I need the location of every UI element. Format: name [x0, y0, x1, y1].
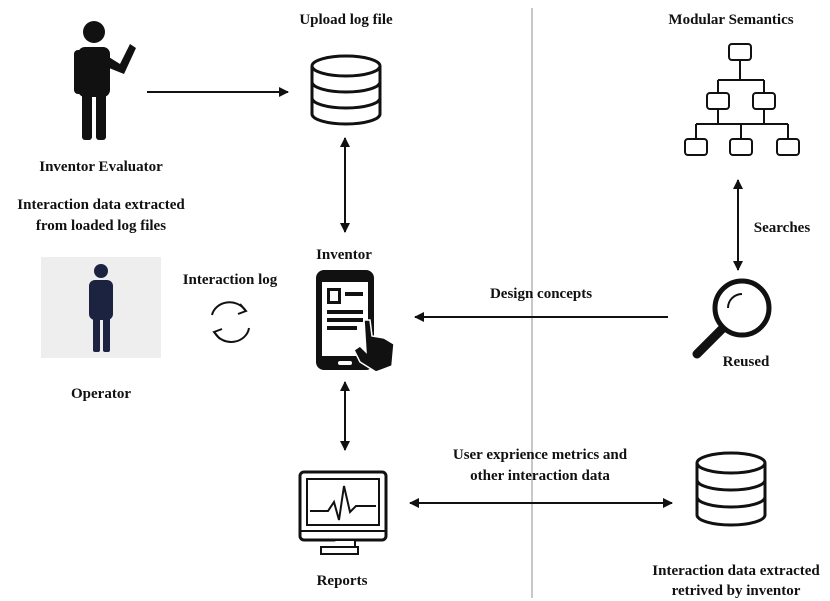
- label-interaction-log: Interaction log: [183, 272, 278, 288]
- label-inventor-evaluator: Inventor Evaluator: [39, 159, 163, 175]
- label-interaction-extracted-line1: Interaction data extracted: [17, 197, 185, 213]
- refresh-cycle-icon: [211, 301, 250, 343]
- label-ux-metrics-line2: other interaction data: [470, 468, 610, 484]
- label-interaction-extracted-line2: from loaded log files: [36, 218, 166, 234]
- label-ux-metrics-line1: User exprience metrics and: [453, 447, 628, 463]
- label-retrieved-line2: retrived by inventor: [672, 583, 801, 599]
- label-operator: Operator: [71, 386, 131, 402]
- person-icon: [89, 264, 113, 352]
- person-pointing-icon: [74, 21, 136, 140]
- mobile-touch-icon: [316, 270, 395, 373]
- magnifier-icon: [692, 278, 772, 359]
- label-retrieved-line1: Interaction data extracted: [652, 563, 820, 579]
- database-icon: [695, 451, 767, 527]
- hierarchy-tree-icon: [684, 43, 800, 156]
- label-reused: Reused: [723, 354, 770, 370]
- label-searches: Searches: [754, 220, 811, 236]
- label-reports: Reports: [317, 573, 368, 589]
- database-icon: [310, 54, 382, 126]
- monitor-heartbeat-icon: [298, 470, 388, 555]
- label-design-concepts: Design concepts: [490, 286, 592, 302]
- label-modular-semantics: Modular Semantics: [668, 12, 793, 28]
- label-upload-log-file: Upload log file: [299, 12, 393, 28]
- label-inventor: Inventor: [316, 247, 372, 263]
